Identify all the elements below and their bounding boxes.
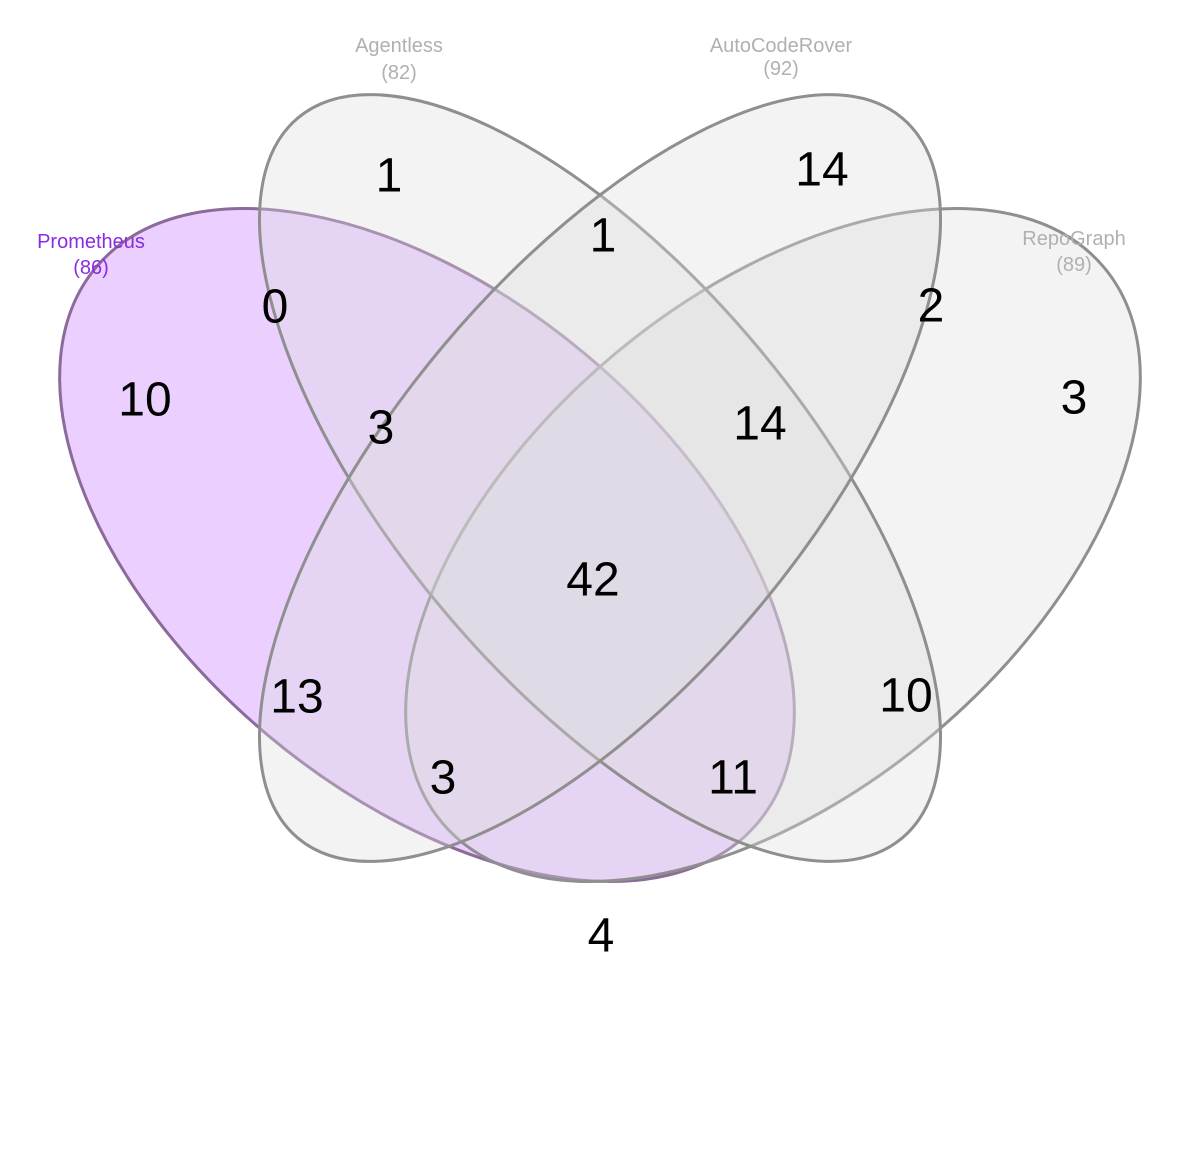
region-counts: 10 1 14 3 0 1 2 3 14 42 13 10 3 11 4	[118, 144, 1087, 963]
autocoderover-set-ellipse	[258, 93, 942, 863]
agentless-label: Agentless	[355, 35, 443, 57]
region-prometheus-only: 10	[118, 374, 171, 427]
region-repograph-only: 3	[1061, 372, 1088, 425]
region-prometheus-agentless: 0	[262, 281, 289, 334]
region-agentless-repograph: 10	[879, 670, 932, 723]
region-autocoderover-repograph: 2	[918, 280, 945, 333]
repograph-count: (89)	[1056, 254, 1092, 276]
region-prometheus-autocoderover-repograph: 3	[430, 752, 457, 805]
region-prometheus-agentless-autocoderover: 3	[368, 402, 395, 455]
prometheus-count: (86)	[73, 257, 109, 279]
region-agentless-only: 1	[376, 150, 403, 203]
repograph-label: RepoGraph	[1022, 228, 1125, 250]
region-prometheus-agentless-repograph: 11	[708, 752, 758, 805]
agentless-count: (82)	[381, 62, 417, 84]
region-autocoderover-only: 14	[795, 144, 848, 197]
region-all-four: 42	[566, 554, 619, 607]
region-agentless-autocoderover: 1	[590, 210, 617, 263]
region-prometheus-autocoderover: 13	[270, 671, 323, 724]
autocoderover-count: (92)	[763, 58, 799, 80]
region-prometheus-repograph: 4	[588, 910, 615, 963]
autocoderover-label: AutoCodeRover	[710, 35, 853, 57]
repograph-set-ellipse	[404, 207, 1142, 883]
prometheus-label: Prometheus	[37, 231, 145, 253]
venn-sets	[58, 93, 1142, 883]
prometheus-set-ellipse	[58, 207, 796, 883]
set-labels: Agentless (82) AutoCodeRover (92) Promet…	[37, 35, 1126, 279]
region-agentless-autocoderover-repograph: 14	[733, 398, 786, 451]
agentless-set-ellipse	[258, 93, 942, 863]
